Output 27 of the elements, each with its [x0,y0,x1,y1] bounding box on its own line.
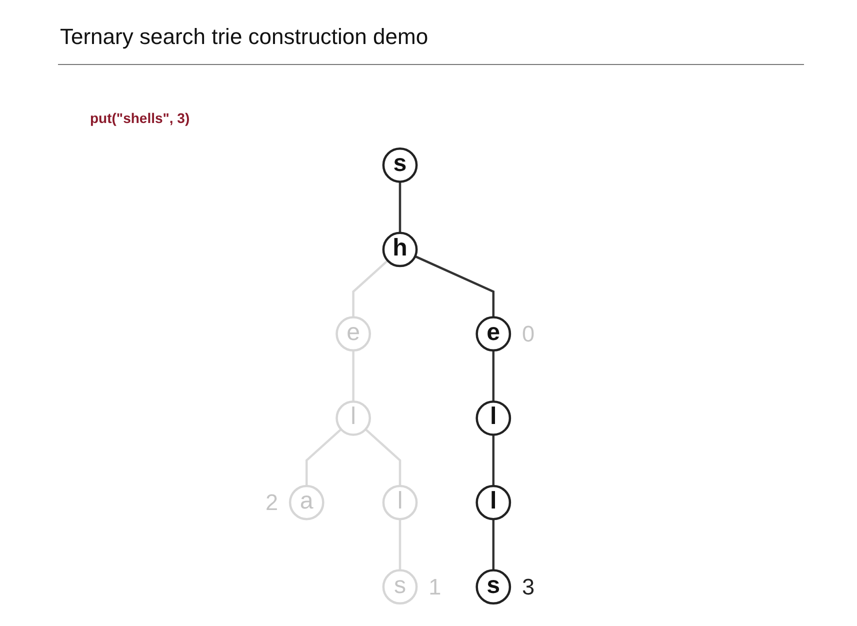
node-value: 3 [522,574,535,600]
tree-link [364,428,402,486]
node-circle: h [382,232,418,268]
node-circle: l [476,400,512,436]
tree-link [305,428,342,486]
tree-link [398,519,402,570]
tree-link [492,350,495,402]
node-circle: e [336,316,371,352]
node-value: 0 [522,321,535,346]
slide-title: Ternary search trie construction demo [60,24,428,50]
node-circle: l [382,484,418,520]
tree-link [414,255,495,318]
tree-link [352,350,354,402]
node-circle: l [476,484,512,520]
node-circle: s [382,569,418,605]
node-value: 2 [265,490,278,516]
node-circle: e [476,316,512,352]
node-circle: s [382,147,418,183]
code-call: put("shells", 3) [90,110,190,126]
node-circle: l [336,400,371,436]
tree-link [398,182,402,233]
node-circle: s [476,569,512,605]
node-circle: a [288,484,324,520]
tree-link [492,519,495,570]
tree-link [492,434,495,486]
node-value: 1 [428,574,442,600]
tree-link [352,260,388,318]
